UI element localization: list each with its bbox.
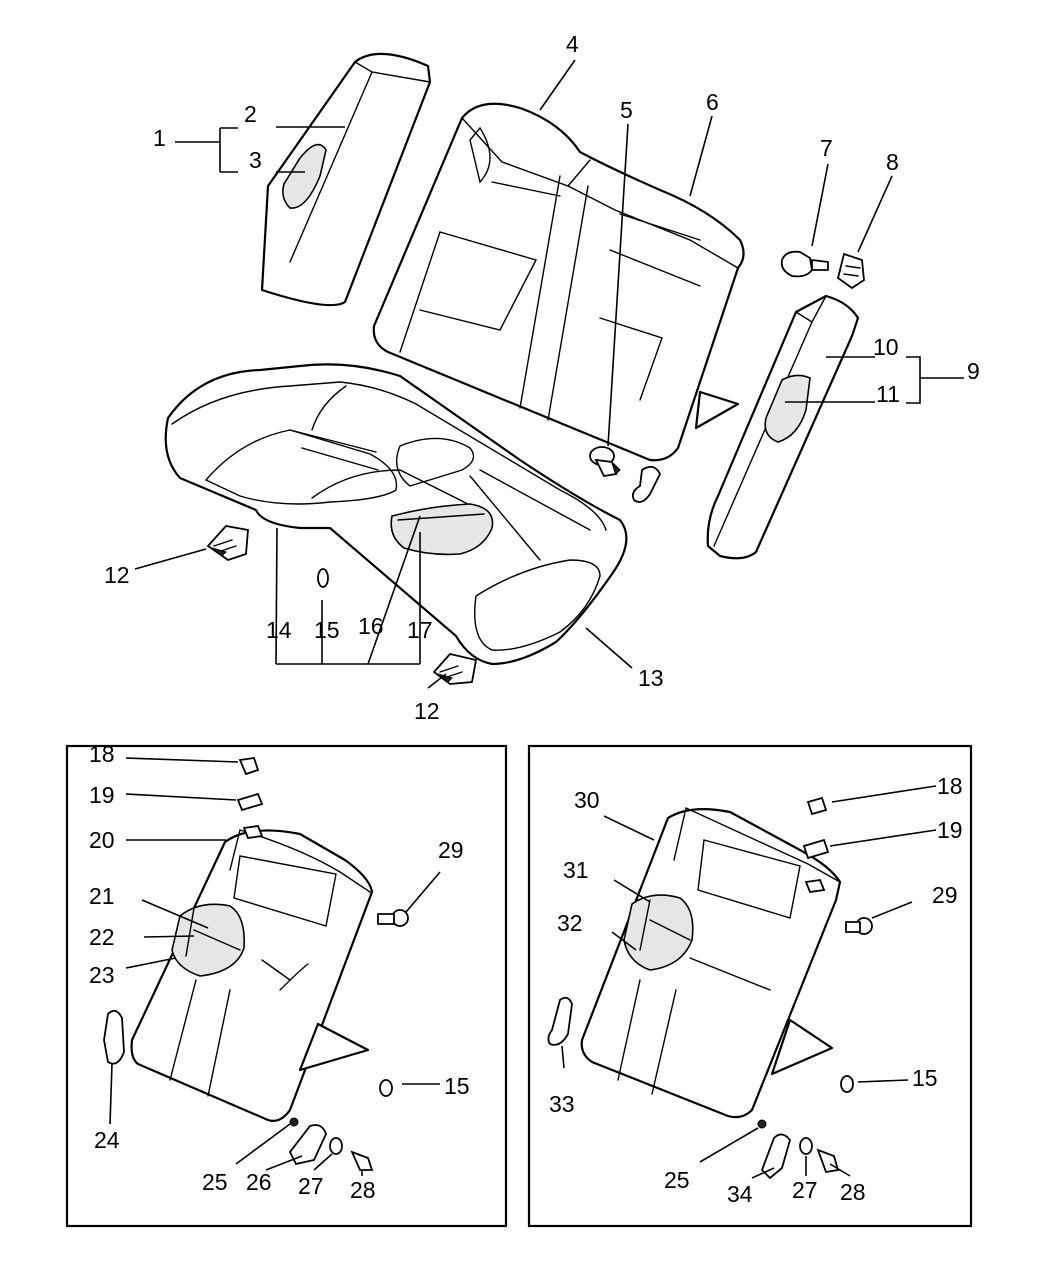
left-label-20: 20: [89, 827, 115, 853]
left-part-18: [238, 757, 260, 776]
label-1: 1: [153, 125, 166, 151]
left-part-25: [289, 1117, 299, 1127]
label-13: 13: [638, 665, 664, 691]
right-part-34: [760, 1133, 791, 1180]
left-inset-labels: 18 19 20 21 22 23 24 29 15 25 26 27 28: [89, 741, 470, 1203]
right-part-29: [845, 917, 873, 935]
right-label-18: 18: [937, 773, 963, 799]
ring-15: [317, 568, 329, 588]
right-label-30: 30: [574, 787, 600, 813]
clip-8: [836, 252, 865, 290]
left-inset-seatback: [130, 825, 374, 1122]
left-label-23: 23: [89, 962, 115, 988]
right-inset-labels: 30 18 19 31 32 29 33 15 25 34 27 28: [549, 773, 963, 1207]
right-part-28: [816, 1148, 840, 1174]
right-label-32: 32: [557, 910, 583, 936]
left-part-24: [103, 1009, 125, 1065]
right-label-29: 29: [932, 882, 958, 908]
label-16: 16: [358, 613, 384, 639]
right-label-31: 31: [563, 857, 589, 883]
left-side-bolster: [260, 52, 432, 307]
left-label-18: 18: [89, 741, 115, 767]
label-7: 7: [820, 135, 833, 161]
left-inset-leaders: [109, 757, 441, 1176]
left-label-26: 26: [246, 1169, 272, 1195]
right-part-19: [802, 838, 830, 860]
right-label-19: 19: [937, 817, 963, 843]
top-labels: 1 2 3 4 5 6 7 8 9 10 11 12 14 15 16 17 1…: [104, 31, 980, 724]
left-label-21: 21: [89, 883, 115, 909]
top-leader-lines: [134, 59, 964, 689]
left-part-26: [288, 1124, 327, 1166]
right-side-bolster: [706, 294, 860, 560]
left-label-25: 25: [202, 1169, 228, 1195]
label-14: 14: [266, 617, 292, 643]
right-inset-leaders: [561, 785, 937, 1179]
right-inset-frame: [527, 744, 973, 1228]
right-part-25: [757, 1119, 767, 1129]
label-11: 11: [876, 381, 900, 407]
label-5: 5: [620, 97, 633, 123]
grommet-7: [780, 250, 829, 278]
right-label-33: 33: [549, 1091, 575, 1117]
label-10: 10: [873, 334, 899, 360]
right-label-34: 34: [727, 1181, 753, 1207]
rear-seat-back: [372, 102, 745, 462]
left-part-29: [377, 909, 409, 927]
label-3: 3: [249, 147, 262, 173]
label-8: 8: [886, 149, 899, 175]
label-6: 6: [706, 89, 719, 115]
left-label-27: 27: [298, 1173, 324, 1199]
right-part-27: [799, 1137, 813, 1155]
right-part-18: [806, 796, 828, 816]
hinge-bracket-6: [631, 465, 662, 503]
left-inset-frame: [65, 744, 508, 1228]
left-label-19: 19: [89, 782, 115, 808]
label-17: 17: [407, 617, 433, 643]
left-label-28: 28: [350, 1177, 376, 1203]
label-4: 4: [566, 31, 579, 57]
right-part-15: [840, 1075, 854, 1093]
right-label-15: 15: [912, 1065, 938, 1091]
clip-12-lower: [432, 653, 478, 685]
left-part-15: [379, 1079, 393, 1097]
left-label-29: 29: [438, 837, 464, 863]
left-label-22: 22: [89, 924, 115, 950]
right-label-27: 27: [792, 1177, 818, 1203]
rear-seat-cushion: [164, 363, 628, 666]
left-part-28: [350, 1150, 374, 1171]
left-part-19: [236, 792, 264, 812]
label-9: 9: [967, 358, 980, 384]
left-part-27: [329, 1137, 343, 1155]
right-label-25: 25: [664, 1167, 690, 1193]
right-inset-seatback: [580, 807, 842, 1119]
clip-12-upper: [206, 525, 249, 561]
label-2: 2: [244, 101, 257, 127]
label-12-upper: 12: [104, 562, 130, 588]
right-part-33: [547, 996, 573, 1046]
label-12-lower: 12: [414, 698, 440, 724]
label-15: 15: [314, 617, 340, 643]
bolt-5: [589, 446, 621, 477]
left-label-15: 15: [444, 1073, 470, 1099]
right-label-28: 28: [840, 1179, 866, 1205]
left-label-24: 24: [94, 1127, 120, 1153]
